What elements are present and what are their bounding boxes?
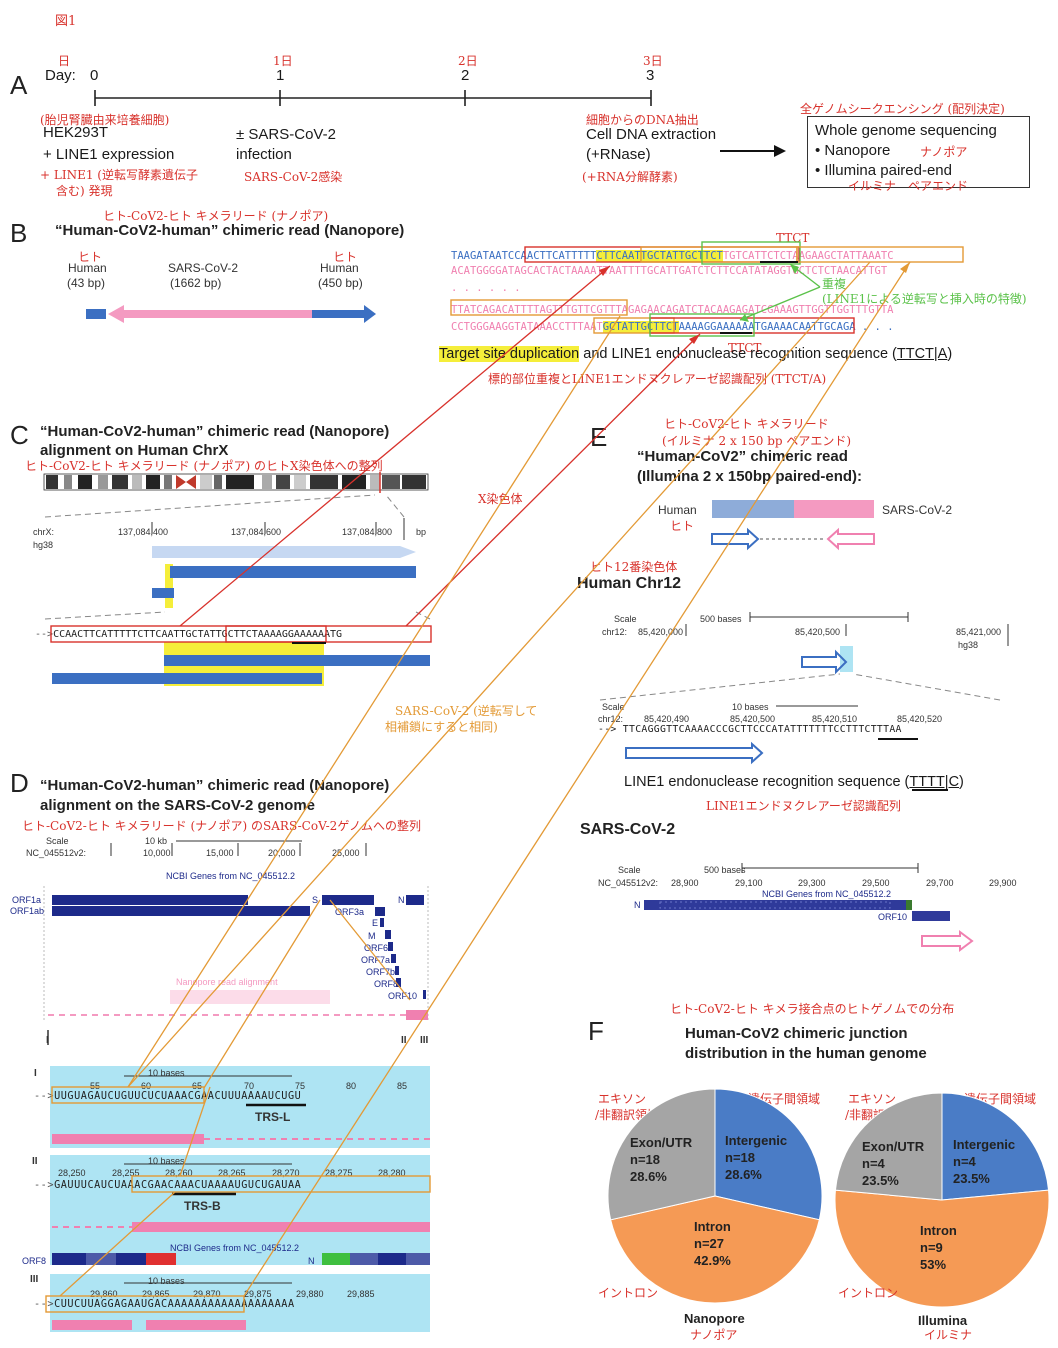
panel-letter-b: B bbox=[10, 218, 28, 248]
e-c-coord-5: 29,700 bbox=[926, 878, 954, 888]
day-tick-1: 1 bbox=[276, 67, 285, 84]
d-scale: Scale bbox=[46, 836, 69, 846]
dna-jp-2: (+RNA分解酵素) bbox=[582, 170, 678, 184]
p2-coord-4: 28,265 bbox=[218, 1168, 246, 1178]
b-title: “Human-CoV2-human” chimeric read (Nanopo… bbox=[55, 222, 405, 239]
c-build: hg38 bbox=[33, 540, 54, 550]
dna-rnase: (+RNase) bbox=[586, 146, 651, 163]
dna-jp: 細胞からのDNA抽出 bbox=[586, 113, 699, 127]
d-zoom-roman-1: I bbox=[34, 1068, 37, 1079]
b-seg3-jp: ヒト bbox=[333, 250, 358, 264]
p2-trs: TRS-B bbox=[184, 1199, 221, 1213]
wgs-box bbox=[807, 116, 1030, 188]
infection-2: infection bbox=[236, 146, 292, 163]
p2-orf8: ORF8 bbox=[22, 1256, 47, 1266]
p1-coord-1: 55 bbox=[90, 1081, 101, 1091]
b-seg1: Human bbox=[68, 261, 107, 275]
f-intron-jp-2: イントロン bbox=[838, 1286, 899, 1300]
dna-extraction: Cell DNA extraction bbox=[586, 126, 717, 143]
panel-letter-a: A bbox=[10, 70, 28, 100]
infection-1: ± SARS-CoV-2 bbox=[236, 126, 336, 143]
pie2-name-jp: イルミナ bbox=[924, 1328, 973, 1342]
line1-jp-2: 含む) 発現 bbox=[56, 184, 113, 198]
e-build: hg38 bbox=[958, 640, 979, 650]
p3-coord-3: 29,870 bbox=[193, 1289, 221, 1299]
d-nc: NC_045512v2: bbox=[26, 848, 87, 858]
e-coord-3: 85,421,000 bbox=[956, 627, 1002, 637]
line1-jp-1: + LINE1 (逆転写酵素遺伝子 bbox=[40, 168, 198, 182]
p2-coord-2: 28,255 bbox=[112, 1168, 140, 1178]
day-label-jp: 日 bbox=[58, 54, 71, 68]
pie1-name: Nanopore bbox=[684, 1311, 745, 1326]
gene-orf1a: ORF1a bbox=[12, 895, 42, 905]
day-tick-1-jp: 1日 bbox=[273, 54, 293, 68]
p2-coord-3: 28,260 bbox=[165, 1168, 193, 1178]
d-zoom-roman-3: III bbox=[30, 1274, 39, 1285]
day-tick-3: 3 bbox=[646, 67, 655, 84]
f-intron-jp-1: イントロン bbox=[598, 1286, 659, 1300]
panel-letter-c: C bbox=[10, 420, 29, 450]
wgs-illumina-jp: イルミナ ペアエンド bbox=[848, 179, 969, 193]
day-tick-2: 2 bbox=[461, 67, 470, 84]
b-seg1-bp: (43 bp) bbox=[67, 276, 106, 290]
day-tick-0: 0 bbox=[90, 67, 99, 84]
cell-line: HEK293T bbox=[43, 124, 109, 141]
figure-label: 図1 bbox=[55, 14, 77, 29]
wgs-jp: 全ゲノムシークエンシング (配列決定) bbox=[800, 102, 1005, 116]
e-c-coord-6: 29,900 bbox=[989, 878, 1017, 888]
d-zoom-roman-2: II bbox=[32, 1156, 38, 1167]
cell-jp: (胎児腎臓由来培養細胞) bbox=[40, 113, 170, 127]
pie-illumina-slice-inter bbox=[941, 1092, 1050, 1201]
day-tick-3-jp: 3日 bbox=[643, 54, 663, 68]
wgs-illumina: • Illumina paired-end bbox=[815, 162, 952, 179]
day-tick-2-jp: 2日 bbox=[458, 54, 478, 68]
gene-orf1ab: ORF1ab bbox=[10, 906, 45, 916]
pie2-name: Illumina bbox=[918, 1313, 968, 1328]
c-chr: chrX: bbox=[33, 527, 55, 537]
infection-jp: SARS-CoV-2感染 bbox=[244, 170, 343, 184]
line1-expression: + LINE1 expression bbox=[43, 146, 175, 163]
p2-coord-1: 28,250 bbox=[58, 1168, 86, 1178]
day-label: Day: bbox=[45, 67, 76, 84]
pie1-name-jp: ナノポア bbox=[690, 1328, 738, 1342]
p2-scale: 10 bases bbox=[148, 1156, 185, 1166]
wgs-nanopore-jp: ナノポア bbox=[920, 145, 968, 159]
wgs-title: Whole genome sequencing bbox=[815, 122, 997, 139]
e-z-coord-4: 85,420,520 bbox=[897, 714, 943, 724]
p2-genes: NCBI Genes from NC_045512.2 bbox=[170, 1243, 300, 1253]
panel-letter-d: D bbox=[10, 768, 29, 798]
wgs-nanopore: • Nanopore bbox=[815, 142, 891, 159]
b-title-jp: ヒト-CoV2-ヒト キメラリード (ナノポア) bbox=[103, 209, 329, 223]
b-seg1-jp: ヒト bbox=[78, 250, 103, 264]
